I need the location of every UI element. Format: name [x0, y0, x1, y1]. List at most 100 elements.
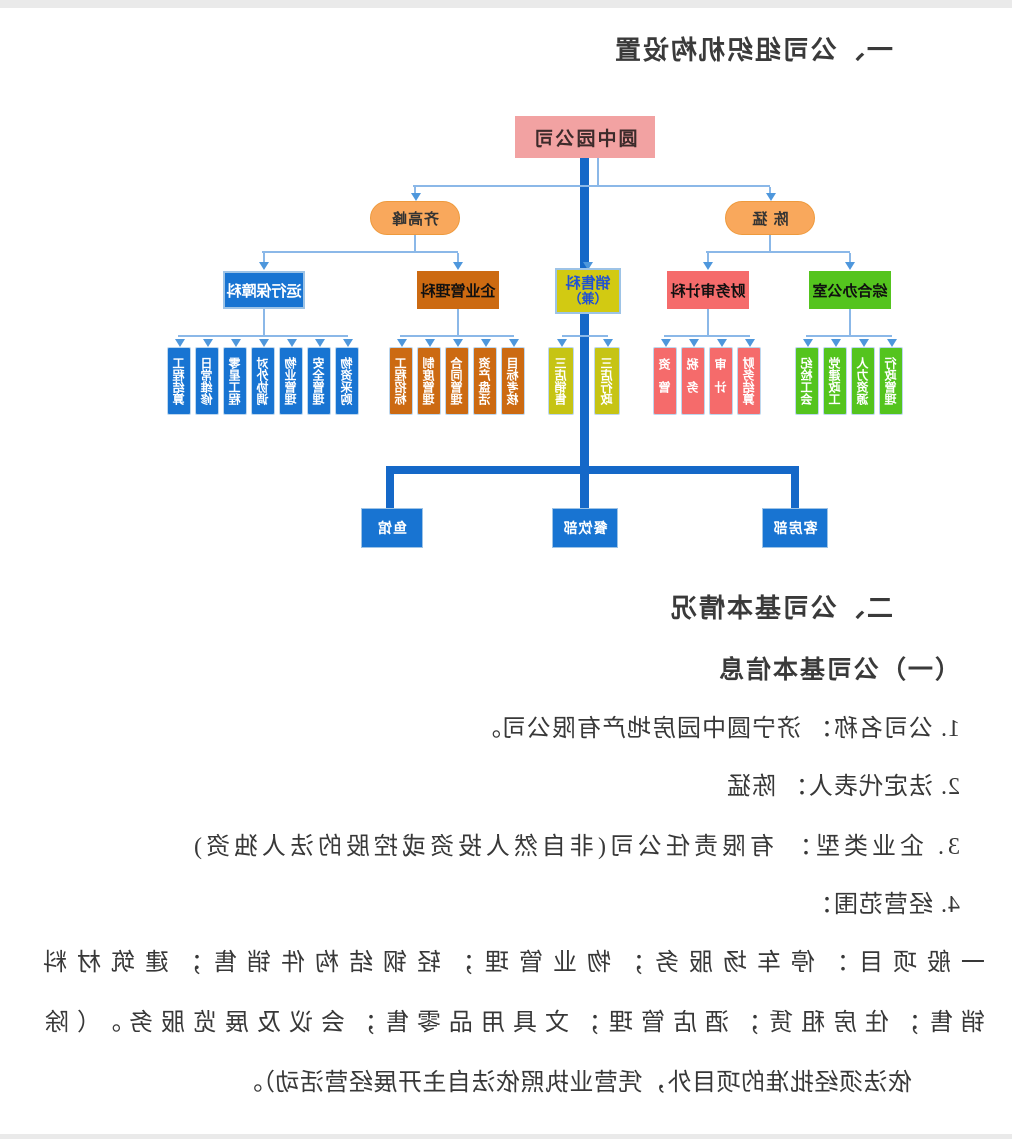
connector-line — [413, 185, 770, 187]
dept-child-box: 安全管理 — [307, 347, 331, 415]
dept-child-box: 日常维修 — [195, 347, 219, 415]
connector-line — [597, 158, 599, 185]
dept-child-box: 物资采购 — [335, 347, 359, 415]
connector-line — [457, 309, 459, 335]
dept-child-box: 党建政工 — [823, 347, 847, 415]
connector-line — [769, 235, 771, 251]
dept-child-box: 财务结算 — [737, 347, 761, 415]
section-heading-2: 二、公司基本情况 — [668, 594, 893, 623]
dept-child-box: 纪检工会 — [795, 347, 819, 415]
dept-child-box: 目标考核 — [501, 347, 525, 415]
connector-line — [849, 309, 851, 335]
dept-child-box: 对外协调 — [251, 347, 275, 415]
arrow-down-icon — [231, 339, 241, 347]
arrow-down-icon — [703, 262, 713, 270]
legal-representative-line: 2. 法定代表人： 陈猛 — [726, 774, 960, 800]
arrow-down-icon — [481, 339, 491, 347]
dept-child-box: 物业管理 — [279, 347, 303, 415]
connector-line — [806, 335, 892, 337]
arrow-down-icon — [831, 339, 841, 347]
arrow-down-icon — [315, 339, 325, 347]
arrow-down-icon — [287, 339, 297, 347]
arrow-down-icon — [343, 339, 353, 347]
business-scope-line: 销售；住房租赁；酒店管理；文具用品零售；会议及展览服务。（除 — [37, 1010, 985, 1036]
arrow-down-icon — [453, 339, 463, 347]
arrow-down-icon — [766, 193, 776, 201]
connector-line — [562, 335, 608, 337]
arrow-down-icon — [717, 339, 727, 347]
connector-line — [262, 251, 458, 253]
trunk-connector — [791, 466, 799, 508]
dept-sales-sublabel: （兼） — [568, 291, 608, 307]
connector-line — [263, 309, 265, 335]
section-heading-1: 一、公司组织机构设置 — [612, 36, 893, 65]
dept-child-box: 制度管理 — [417, 347, 441, 415]
arrow-down-icon — [425, 339, 435, 347]
leader-oval-chenmeng: 陈 猛 — [725, 201, 815, 235]
dept-sales-label: 销售科 — [565, 274, 611, 292]
arrow-down-icon — [859, 339, 869, 347]
org-chart: 圆中园公司 陈 猛 齐高峰 — [0, 113, 1012, 560]
arrow-down-icon — [603, 339, 613, 347]
dept-child-box: 三店销售 — [548, 347, 574, 415]
connector-line — [707, 309, 709, 335]
arrow-down-icon — [845, 262, 855, 270]
leader-oval-qigaofeng: 齐高峰 — [370, 201, 460, 235]
business-scope-line: 依法须经批准的项目外，凭营业执照依法自主开展经营活动）。 — [238, 1070, 912, 1096]
connector-line — [263, 253, 265, 262]
trunk-connector — [386, 466, 394, 508]
arrow-down-icon — [259, 262, 269, 270]
enterprise-type-line: 3. 企业类型： 有限责任公司(非自然人投资或控股的法人独资) — [190, 834, 960, 860]
arrow-down-icon — [661, 339, 671, 347]
arrow-down-icon — [397, 339, 407, 347]
dept-child-box: 资产盘活 — [473, 347, 497, 415]
arrow-down-icon — [453, 262, 463, 270]
dept-child-box: 人力资源 — [851, 347, 875, 415]
arrow-down-icon — [203, 339, 213, 347]
unit-box-guest-rooms: 客房部 — [762, 508, 828, 548]
page-edge-bottom — [0, 1134, 1012, 1139]
dept-child-box: 审计 — [709, 347, 733, 415]
unit-box-catering: 餐饮部 — [552, 508, 618, 548]
dept-child-box: 三店行政 — [594, 347, 620, 415]
page-edge-top — [0, 0, 1012, 8]
arrow-down-icon — [259, 339, 269, 347]
dept-box-enterprise-mgmt: 企业管理科 — [417, 271, 499, 309]
dept-box-sales: 销售科 （兼） — [555, 268, 621, 314]
connector-line — [849, 253, 851, 262]
connector-line — [178, 335, 348, 337]
arrow-down-icon — [689, 339, 699, 347]
business-scope-label: 4. 经营范围： — [808, 892, 960, 918]
arrow-down-icon — [745, 339, 755, 347]
dept-child-box: 零星工程 — [223, 347, 247, 415]
dept-box-finance-audit: 财务审计科 — [667, 271, 749, 309]
arrow-down-icon — [803, 339, 813, 347]
business-scope-line: 一般项目：停车场服务；物业管理；轻钢结构件销售；建筑材料 — [33, 950, 985, 976]
connector-line — [707, 253, 709, 262]
subsection-heading: （一）公司基本信息 — [716, 657, 960, 684]
dept-child-box: 合同管理 — [445, 347, 469, 415]
dept-box-operations-support: 运行保障科 — [223, 271, 305, 309]
unit-box-fish-restaurant: 鱼馆 — [361, 508, 423, 548]
dept-child-box: 行政管理 — [879, 347, 903, 415]
arrow-down-icon — [509, 339, 519, 347]
dept-child-box: 工程结算 — [167, 347, 191, 415]
connector-line — [664, 335, 750, 337]
dept-child-box: 资管 — [653, 347, 677, 415]
company-name-line: 1. 公司名称： 济宁圆中园房地产有限公司。 — [476, 716, 960, 742]
trunk-connector — [386, 466, 799, 474]
connector-line — [400, 335, 514, 337]
arrow-down-icon — [887, 339, 897, 347]
arrow-down-icon — [557, 339, 567, 347]
connector-line — [414, 235, 416, 251]
connector-line — [706, 251, 850, 253]
arrow-down-icon — [411, 193, 421, 201]
dept-child-box: 税务 — [681, 347, 705, 415]
trunk-connector — [580, 158, 589, 508]
connector-line — [457, 253, 459, 262]
arrow-down-icon — [175, 339, 185, 347]
org-root-box: 圆中园公司 — [515, 116, 655, 158]
dept-child-box: 工程招标 — [389, 347, 413, 415]
